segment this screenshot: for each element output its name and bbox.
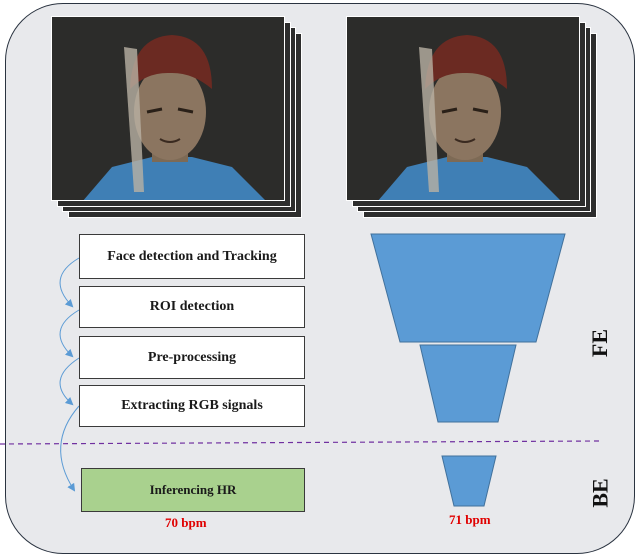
fe-be-divider bbox=[0, 440, 601, 445]
funnel-lower-segment bbox=[419, 344, 517, 423]
step-pre-processing: Pre-processing bbox=[79, 336, 305, 379]
video-frame-front bbox=[346, 16, 580, 201]
step-roi-detection: ROI detection bbox=[79, 286, 305, 328]
inference-box: Inferencing HR bbox=[81, 468, 305, 512]
flow-arrow-2 bbox=[59, 309, 80, 358]
subject-face-image bbox=[347, 17, 579, 200]
subject-face-image bbox=[52, 17, 284, 200]
fe-section-label: FE bbox=[587, 328, 613, 358]
left-bpm-result: 70 bpm bbox=[165, 515, 207, 530]
step-extracting-rgb: Extracting RGB signals bbox=[79, 385, 305, 427]
funnel-backend-segment bbox=[441, 455, 497, 507]
right-bpm-result: 71 bpm bbox=[449, 512, 491, 527]
flow-arrow-4 bbox=[60, 405, 80, 492]
step-face-detection: Face detection and Tracking bbox=[79, 234, 305, 279]
video-frame-front bbox=[51, 16, 285, 201]
flow-arrow-1 bbox=[59, 257, 80, 308]
funnel-upper-segment bbox=[370, 233, 566, 343]
flow-arrow-3 bbox=[59, 357, 80, 406]
be-section-label: BE bbox=[587, 478, 613, 508]
